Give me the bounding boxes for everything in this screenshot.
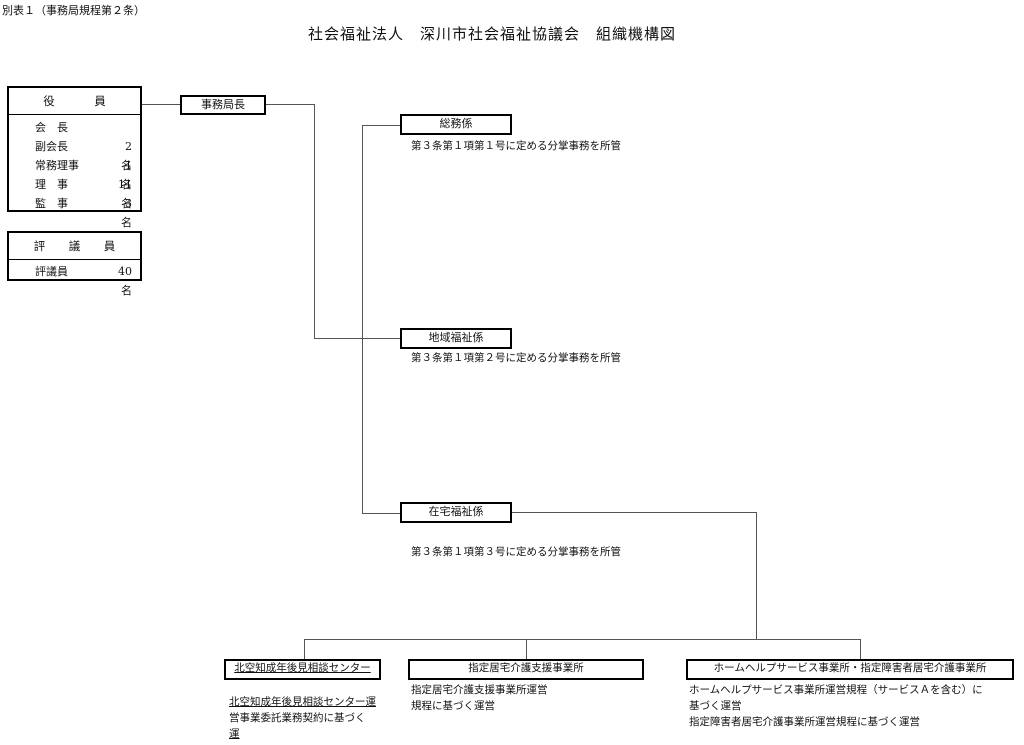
connector-centers-bar bbox=[304, 639, 861, 640]
connector-director-right bbox=[266, 104, 314, 105]
councilor-role: 評議員 bbox=[35, 265, 68, 278]
center-guardianship-desc-1: 北空知成年後見相談センター運 bbox=[229, 696, 376, 708]
center-guardianship-desc-2: 営事業委託業務契約に基づく bbox=[229, 712, 366, 724]
center-guardianship: 北空知成年後見相談センター bbox=[224, 659, 381, 680]
connector-unit-spine bbox=[362, 125, 363, 513]
officer-row: 監 事 3名 bbox=[9, 194, 140, 229]
center-guardianship-desc-3: 運 bbox=[229, 728, 240, 740]
connector-center-2 bbox=[526, 639, 527, 659]
connector-center-1 bbox=[304, 639, 305, 659]
unit-community-welfare-desc: 第３条第１項第２号に定める分掌事務を所管 bbox=[411, 352, 621, 364]
center-home-help-desc-1: ホームヘルプサービス事業所運営規程（サービスＡを含む）に bbox=[689, 684, 983, 696]
page-title: 社会福祉法人 深川市社会福祉協議会 組織機構図 bbox=[308, 25, 677, 43]
center-care-support: 指定居宅介護支援事業所 bbox=[408, 659, 644, 680]
connector-unit-1 bbox=[362, 125, 400, 126]
officer-role: 常務理事 bbox=[35, 159, 79, 172]
officer-count bbox=[115, 118, 132, 137]
councilors-panel: 評 議 員 評議員 40名 bbox=[7, 231, 142, 297]
center-home-help-desc-2: 基づく運営 bbox=[689, 700, 742, 712]
center-care-support-desc-1: 指定居宅介護支援事業所運営 bbox=[411, 684, 548, 696]
councilors-heading: 評 議 員 bbox=[9, 233, 140, 260]
connector-director-down bbox=[314, 104, 315, 338]
councilor-count: 40名 bbox=[118, 265, 132, 297]
officer-count: 3名 bbox=[121, 197, 132, 229]
center-home-help: ホームヘルプサービス事業所・指定障害者居宅介護事業所 bbox=[686, 659, 1014, 680]
officer-row: 会 長 bbox=[9, 118, 140, 137]
officer-row: 理 事 11名 bbox=[9, 175, 140, 210]
officer-role: 理 事 bbox=[35, 178, 68, 191]
connector-center-3 bbox=[860, 639, 861, 659]
unit-home-welfare-desc: 第３条第１項第３号に定める分掌事務を所管 bbox=[411, 546, 621, 558]
center-guardianship-label: 北空知成年後見相談センター bbox=[234, 662, 371, 674]
connector-unit3-right bbox=[512, 512, 756, 513]
director-box: 事務局長 bbox=[180, 95, 266, 115]
unit-general-affairs: 総務係 bbox=[400, 114, 512, 135]
officer-role: 副会長 bbox=[35, 140, 68, 153]
center-care-support-desc-2: 規程に基づく運営 bbox=[411, 700, 495, 712]
officer-row: 常務理事 1名 bbox=[9, 156, 140, 191]
officers-panel: 役 員 会 長 副会長 2名 常務理事 1名 理 事 11名 監 事 3名 bbox=[7, 86, 142, 229]
unit-home-welfare: 在宅福祉係 bbox=[400, 502, 512, 523]
officer-count: 2名 bbox=[121, 140, 132, 172]
officer-role: 監 事 bbox=[35, 197, 68, 210]
header-note: 別表１（事務局規程第２条） bbox=[2, 4, 145, 17]
center-home-help-desc-3: 指定障害者居宅介護事業所運営規程に基づく運営 bbox=[689, 716, 920, 728]
officer-count: 11名 bbox=[118, 178, 132, 210]
officer-count: 1名 bbox=[121, 159, 132, 191]
officers-heading: 役 員 bbox=[9, 88, 140, 115]
connector-unit-3 bbox=[362, 513, 400, 514]
connector-unit3-down bbox=[756, 512, 757, 639]
connector-director-main bbox=[314, 338, 400, 339]
unit-general-affairs-desc: 第３条第１項第１号に定める分掌事務を所管 bbox=[411, 140, 621, 152]
councilor-row: 評議員 40名 bbox=[9, 260, 140, 297]
officer-row: 副会長 2名 bbox=[9, 137, 140, 172]
officer-role: 会 長 bbox=[35, 121, 68, 134]
unit-community-welfare: 地域福祉係 bbox=[400, 328, 512, 349]
connector-officers-director bbox=[142, 104, 180, 105]
